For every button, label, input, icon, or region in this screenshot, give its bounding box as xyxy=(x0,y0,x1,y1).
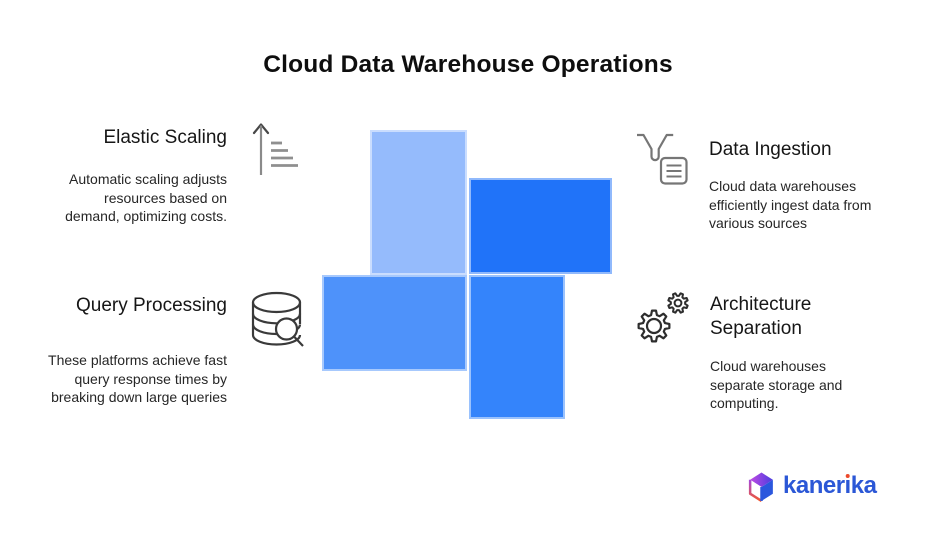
brand-wordmark-pre: kaner xyxy=(783,472,845,499)
pinwheel-rect-bottom-left xyxy=(322,275,467,371)
query-processing-heading: Query Processing xyxy=(75,295,227,316)
gears-icon xyxy=(630,291,696,349)
pinwheel-rect-top-right xyxy=(469,178,612,274)
kanerika-cube-icon xyxy=(748,471,775,502)
kanerika-logo: kanerıka xyxy=(748,467,877,505)
pinwheel-rect-top-left xyxy=(370,130,467,275)
ascending-lines-up-arrow-icon xyxy=(250,121,302,177)
elastic-scaling-heading: Elastic Scaling xyxy=(103,127,227,148)
database-search-icon xyxy=(249,288,305,348)
brand-wordmark-i: ı xyxy=(844,472,852,499)
brand-wordmark-post: ka xyxy=(850,472,877,499)
query-processing-description: These platforms achieve fast query respo… xyxy=(48,352,227,405)
data-ingestion-description: Cloud data warehouses efficiently ingest… xyxy=(709,178,872,231)
pinwheel-rect-bottom-right xyxy=(469,275,565,419)
funnel-document-icon xyxy=(635,132,689,186)
data-ingestion-heading: Data Ingestion xyxy=(709,139,832,160)
elastic-scaling-description: Automatic scaling adjusts resources base… xyxy=(65,171,227,224)
architecture-separation-heading: Architecture Separation xyxy=(710,294,812,339)
brand-wordmark: kanerıka xyxy=(783,471,877,501)
page-title: Cloud Data Warehouse Operations xyxy=(263,51,673,78)
architecture-separation-description: Cloud warehouses separate storage and co… xyxy=(710,358,843,411)
